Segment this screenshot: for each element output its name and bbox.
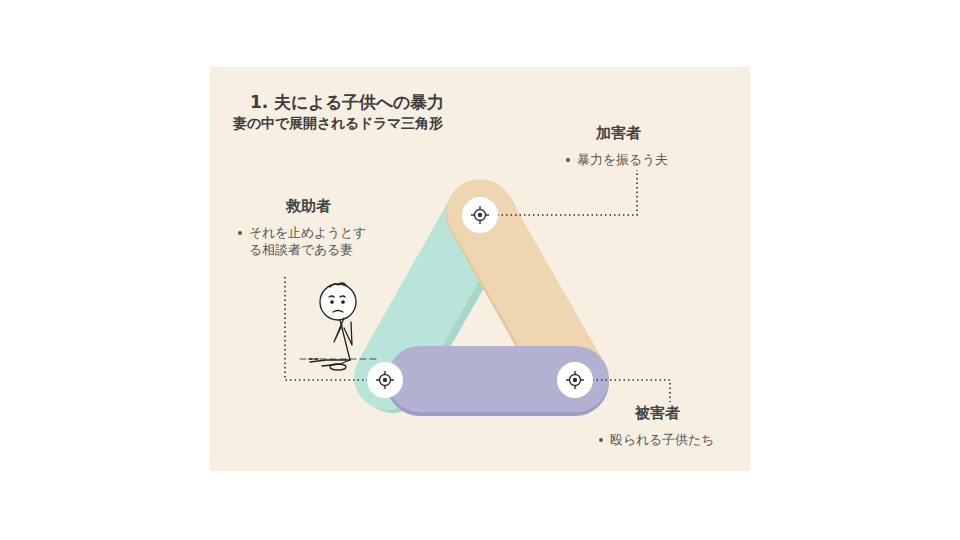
role-heading: 被害者 [599,404,716,423]
role-description: それを止めようとする相談者である妻 [249,224,376,258]
thinking-stick-figure [300,283,380,370]
role-heading: 加害者 [566,124,670,143]
leader-line [285,275,368,380]
bullet-row: 暴力を振るう夫 [566,151,670,168]
victim-band-shadow [420,348,575,416]
leader-line [592,380,670,402]
role-heading: 救助者 [238,197,378,216]
bullet-row: それを止めようとする相談者である妻 [238,224,378,258]
victim-band [420,346,576,412]
bullet-row: 殴られる子供たち [599,431,716,448]
bullet-dot [566,158,570,162]
role-callout: 被害者殴られる子供たち [599,404,716,448]
vertex-markers [367,197,593,398]
subtitle: 妻の中で展開されるドラマ三角形 [233,115,443,133]
bullet-dot [599,438,603,442]
bullet-dot [238,231,242,235]
leader-line [497,170,637,215]
role-callout: 加害者暴力を振るう夫 [566,124,670,168]
role-description: 暴力を振るう夫 [577,151,668,168]
role-description: 殴られる子供たち [610,431,714,448]
diagram-title: 1. 夫による子供への暴力 [250,91,444,114]
role-callout: 救助者それを止めようとする相談者である妻 [238,197,378,258]
